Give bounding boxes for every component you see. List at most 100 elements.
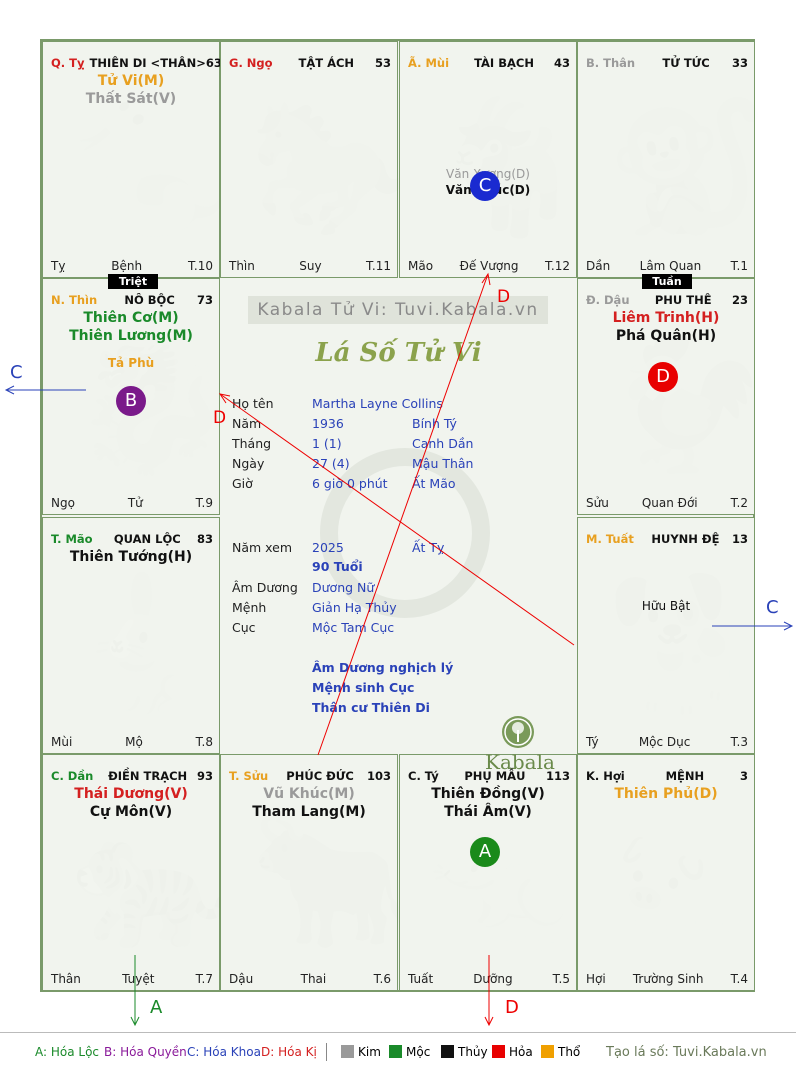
element-label: Hỏa bbox=[509, 1045, 533, 1059]
palace-header: K. Hợi MỆNH 3 bbox=[586, 769, 748, 783]
info-v1: Dương Nữ bbox=[312, 580, 375, 595]
legend-item: B: Hóa Quyền bbox=[104, 1045, 187, 1059]
star-list: Thiên Đồng(V)Thái Âm(V) bbox=[400, 785, 576, 821]
arrow-d-label-top: D bbox=[497, 287, 511, 307]
branch-label: Q. Tỵ bbox=[51, 56, 85, 70]
badge-a: A bbox=[470, 837, 500, 867]
footer-stage: Tuyệt bbox=[122, 972, 155, 986]
age-value: 90 Tuổi bbox=[312, 559, 363, 574]
palace-age: 93 bbox=[196, 769, 213, 783]
arrow-c-label-right: C bbox=[766, 597, 779, 618]
element-label: Thổ bbox=[558, 1045, 581, 1059]
palace-name: QUAN LỘC bbox=[113, 532, 181, 546]
footer-branch: Sửu bbox=[586, 496, 609, 510]
badge-b: B bbox=[116, 386, 146, 416]
palace-name: THIÊN DI <THÂN> bbox=[89, 56, 206, 70]
element-legend-item: Mộc bbox=[389, 1045, 430, 1059]
footer-stage: Thai bbox=[300, 972, 327, 986]
zodiac-animal-icon: 🐇 bbox=[71, 567, 233, 719]
star: Thiên Lương(M) bbox=[69, 328, 193, 344]
footer-term: T.3 bbox=[730, 735, 748, 749]
chart-title: Lá Số Tử Vi bbox=[315, 338, 482, 368]
brand-name: Kabala bbox=[485, 750, 555, 774]
arrow-a-head bbox=[130, 1016, 140, 1027]
element-label: Thủy bbox=[458, 1045, 488, 1059]
star: Thiên Phủ(D) bbox=[614, 786, 718, 802]
kabala-logo bbox=[502, 716, 534, 748]
footer-stage: Dưỡng bbox=[473, 972, 513, 986]
legend-item: D: Hóa Kị bbox=[261, 1045, 317, 1059]
star: Tham Lang(M) bbox=[252, 804, 366, 820]
footer-branch: Tuất bbox=[408, 972, 434, 986]
footer-branch: Dậu bbox=[229, 972, 254, 986]
palace-age: 113 bbox=[545, 769, 570, 783]
star-list: Liêm Trinh(H)Phá Quân(H) bbox=[578, 309, 754, 345]
footer-stage: Bệnh bbox=[111, 259, 143, 273]
palace-name: PHU THÊ bbox=[654, 293, 712, 307]
star-list: Thái Dương(V)Cự Môn(V) bbox=[43, 785, 219, 821]
arrow-d-label-bottom: D bbox=[505, 997, 519, 1018]
zodiac-animal-icon: 🐂 bbox=[249, 804, 411, 956]
info-v2: Bính Tý bbox=[412, 416, 457, 431]
palace-name: MỆNH bbox=[665, 769, 705, 783]
info-label: Năm bbox=[232, 416, 262, 431]
info-v1: 1 (1) bbox=[312, 436, 342, 451]
legend-item: C: Hóa Khoa bbox=[187, 1045, 261, 1059]
star: Hữu Bật bbox=[641, 599, 691, 613]
palace-name: NÔ BỘC bbox=[124, 293, 175, 307]
branch-label: C. Tý bbox=[408, 769, 439, 783]
legend-item: A: Hóa Lộc bbox=[35, 1045, 100, 1059]
zodiac-animal-icon: 🐀 bbox=[428, 804, 590, 956]
badge-c: C bbox=[470, 171, 500, 201]
zodiac-animal-icon: 🐍 bbox=[71, 91, 233, 243]
star: Thiên Tướng(H) bbox=[69, 549, 193, 565]
star: Thái Âm(V) bbox=[444, 804, 532, 820]
footer-stage: Lâm Quan bbox=[639, 259, 702, 273]
info-v1: Giản Hạ Thủy bbox=[312, 600, 397, 615]
color-swatch-icon bbox=[492, 1045, 505, 1058]
badge-d: D bbox=[648, 362, 678, 392]
note: Âm Dương nghịch lý bbox=[312, 660, 454, 675]
branch-label: K. Hợi bbox=[586, 769, 625, 783]
footer-branch: Tý bbox=[586, 735, 599, 749]
footer-stage: Mộ bbox=[125, 735, 143, 749]
palace-name: TẬT ÁCH bbox=[298, 56, 355, 70]
legend-divider bbox=[326, 1043, 327, 1061]
zodiac-animal-icon: 🐖 bbox=[606, 804, 768, 956]
branch-label: T. Sửu bbox=[229, 769, 269, 783]
star: Thiên Cơ(M) bbox=[83, 310, 179, 326]
footer-term: T.6 bbox=[373, 972, 391, 986]
tuan-tag: Tuần bbox=[642, 274, 692, 289]
color-swatch-icon bbox=[389, 1045, 402, 1058]
branch-label: G. Ngọ bbox=[229, 56, 273, 70]
star: Tử Vi(M) bbox=[97, 73, 165, 89]
footer-term: T.1 bbox=[730, 259, 748, 273]
star-list: Thiên Cơ(M)Thiên Lương(M)Tả Phù bbox=[43, 309, 219, 371]
site-link[interactable]: Tạo lá số: Tuvi.Kabala.vn bbox=[606, 1045, 767, 1060]
info-label: Mệnh bbox=[232, 600, 267, 615]
info-v2: Canh Dần bbox=[412, 436, 474, 451]
triet-tag: Triệt bbox=[108, 274, 158, 289]
palace-age: 3 bbox=[739, 769, 748, 783]
footer-stage: Tử bbox=[127, 496, 143, 510]
